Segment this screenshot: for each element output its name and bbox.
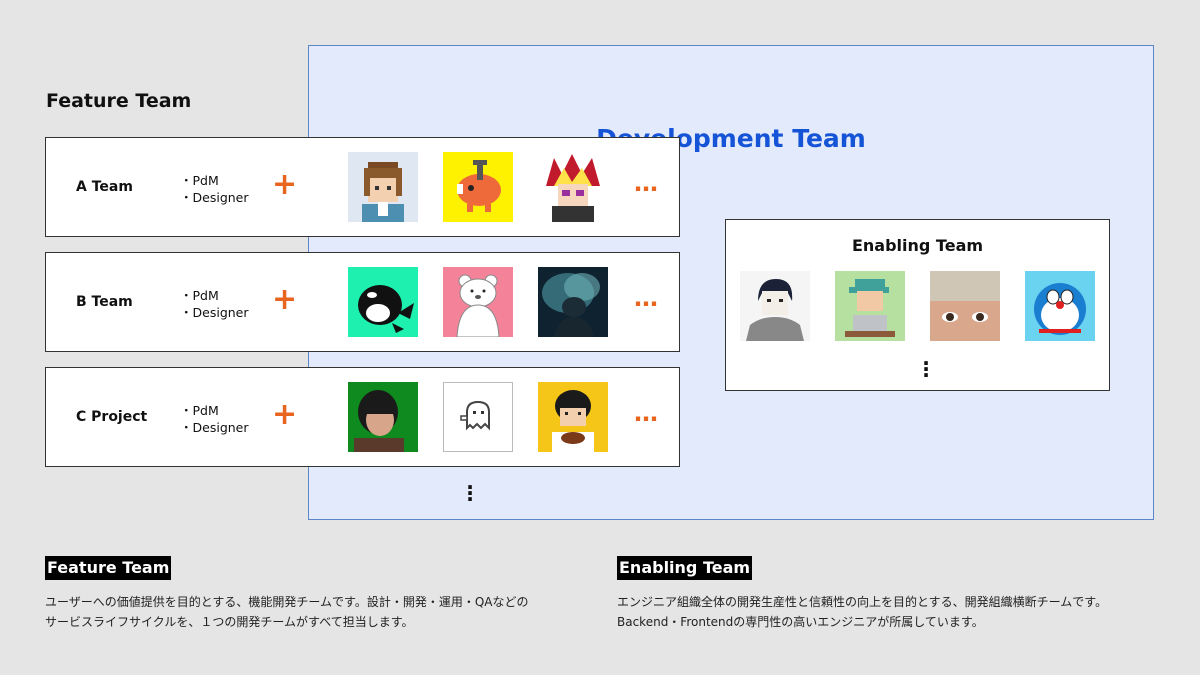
- team-name: A Team: [76, 179, 133, 195]
- plus-icon: +: [272, 282, 298, 317]
- feature-team-heading: Feature Team: [46, 90, 192, 112]
- more-members-indicator: …: [634, 169, 658, 197]
- feature-team-label: Feature Team: [45, 556, 172, 580]
- avatar-brown-hair-boy: [348, 152, 418, 222]
- enabling-team-box: Enabling Team ···: [725, 219, 1110, 391]
- feature-team-description: ユーザーへの価値提供を目的とする、機能開発チームです。設計・開発・運用・QAなど…: [45, 592, 529, 632]
- avatar-blond-closeup: [930, 271, 1000, 341]
- avatar-polar-bear-pink: [443, 267, 513, 337]
- role-item: PdM: [180, 287, 249, 304]
- avatar-dark-smoke: [538, 267, 608, 337]
- avatar-girl-yellow-bg: [538, 382, 608, 452]
- team-row-c: C Project PdM Designer + …: [45, 367, 680, 467]
- plus-icon: +: [272, 397, 298, 432]
- description-line: ユーザーへの価値提供を目的とする、機能開発チームです。設計・開発・運用・QAなど…: [45, 595, 529, 609]
- team-roles: PdM Designer: [180, 402, 249, 436]
- avatar-red-dog-yellow: [443, 152, 513, 222]
- description-line: Backend・Frontendの専門性の高いエンジニアが所属しています。: [617, 615, 984, 629]
- more-members-indicator: ···: [922, 351, 930, 387]
- more-members-indicator: …: [634, 284, 658, 312]
- enabling-team-title: Enabling Team: [851, 236, 984, 255]
- role-item: Designer: [180, 304, 249, 321]
- role-item: PdM: [180, 172, 249, 189]
- enabling-team-description: エンジニア組織全体の開発生産性と信頼性の向上を目的とする、開発組織横断チームです…: [617, 592, 1107, 632]
- team-row-b: B Team PdM Designer + …: [45, 252, 680, 352]
- avatar-ghost: [443, 382, 513, 452]
- more-teams-indicator: ···: [466, 475, 474, 511]
- role-item: PdM: [180, 402, 249, 419]
- role-item: Designer: [180, 189, 249, 206]
- team-name: C Project: [76, 409, 148, 425]
- avatar-blue-robot-cat: [1025, 271, 1095, 341]
- enabling-team-label: Enabling Team: [617, 556, 753, 580]
- avatar-orca: [348, 267, 418, 337]
- avatar-spiky-hair-anime: [538, 152, 608, 222]
- more-members-indicator: …: [634, 399, 658, 427]
- team-row-a: A Team PdM Designer + …: [45, 137, 680, 237]
- role-item: Designer: [180, 419, 249, 436]
- avatar-green-bg-person: [348, 382, 418, 452]
- description-line: エンジニア組織全体の開発生産性と信頼性の向上を目的とする、開発組織横断チームです…: [617, 595, 1108, 609]
- avatar-dark-hair-person: [740, 271, 810, 341]
- avatar-teal-cap-laptop: [835, 271, 905, 341]
- team-roles: PdM Designer: [180, 287, 249, 321]
- team-name: B Team: [76, 294, 133, 310]
- description-line: サービスライフサイクルを、１つの開発チームがすべて担当します。: [45, 615, 414, 629]
- plus-icon: +: [272, 167, 298, 202]
- team-roles: PdM Designer: [180, 172, 249, 206]
